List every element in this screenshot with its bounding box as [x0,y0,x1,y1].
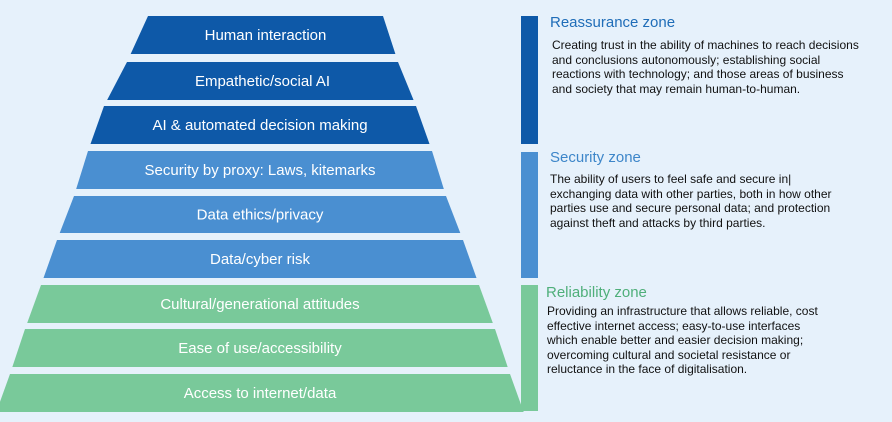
reliability-line: reluctance in the face of digitalisation… [547,362,748,376]
reliability-line: overcoming cultural and societal resista… [547,347,791,362]
pyramid-tier-shape [59,196,461,233]
pyramid-tier-label: Access to internet/data [184,385,337,402]
security-line: parties use and secure personal data; an… [550,201,831,215]
pyramid-tier-shape [90,106,430,144]
security-line: The ability of users to feel safe and se… [550,172,792,186]
pyramid-tier: Cultural/generational attitudes [27,285,493,323]
reliability-line: Providing an infrastructure that allows … [547,304,818,318]
pyramid-tier: AI & automated decision making [90,106,430,144]
pyramid-tier-label: Security by proxy: Laws, kitemarks [145,162,376,179]
security-line: exchanging data with other parties, both… [550,186,832,201]
pyramid-tier-shape [12,329,508,367]
pyramid-tier: Data/cyber risk [43,240,477,278]
reliability-line: which enable better and easier decision … [547,333,804,347]
security-zone-title: Security zone [550,149,641,166]
reassurance-zone-title: Reassurance zone [550,14,676,31]
reliability-zone-title: Reliability zone [546,284,647,301]
reliability-zone-bar [521,285,538,411]
reassurance-line: and society that may remain human-to-hum… [552,81,801,96]
pyramid-tier-label: Ease of use/accessibility [178,340,342,357]
reassurance-zone-bar [521,16,538,144]
pyramid-tier: Empathetic/social AI [107,62,414,100]
pyramid-tier-label: Data/cyber risk [210,251,311,268]
pyramid-tier: Security by proxy: Laws, kitemarks [76,151,444,189]
pyramid-tier-shape [27,285,493,323]
pyramid-tier-label: Empathetic/social AI [195,73,330,90]
pyramid-tier-shape [76,151,444,189]
pyramid-tier-shape [0,374,524,412]
pyramid-tier-shape [130,16,396,54]
reassurance-zone-description: Creating trust in the ability of machine… [552,38,892,96]
reassurance-line: reactions with technology; and those are… [552,67,844,81]
pyramid-tier: Access to internet/data [0,374,524,412]
security-zone-bar [521,152,538,278]
pyramid-tier-shape [43,240,477,278]
pyramid-tier-shape [107,62,414,100]
pyramid-tier: Data ethics/privacy [59,196,461,233]
pyramid-tier: Human interaction [130,16,396,54]
pyramid-tier-label: Human interaction [205,27,327,44]
pyramid-tier: Ease of use/accessibility [12,329,508,367]
reliability-line: effective internet access; easy-to-use i… [547,318,801,333]
reliability-zone-description: Providing an infrastructure that allows … [547,304,892,377]
security-zone-description: The ability of users to feel safe and se… [550,172,892,230]
reassurance-line: and conclusions autonomously; establishi… [552,52,821,67]
security-line: against theft and attacks by third parti… [550,215,766,230]
pyramid-tier-label: AI & automated decision making [152,117,367,134]
pyramid-tier-label: Data ethics/privacy [197,207,324,224]
reassurance-line: Creating trust in the ability of machine… [552,38,859,52]
pyramid-tier-label: Cultural/generational attitudes [160,296,359,313]
